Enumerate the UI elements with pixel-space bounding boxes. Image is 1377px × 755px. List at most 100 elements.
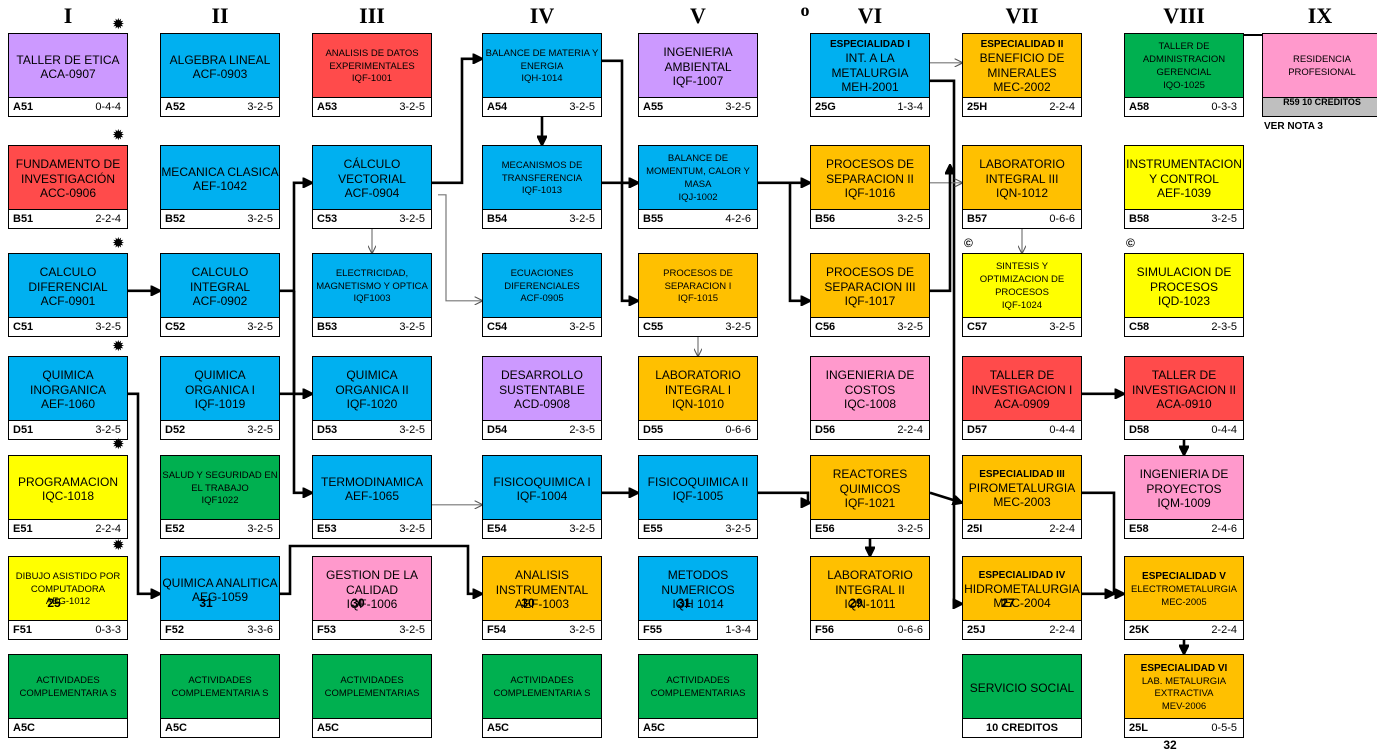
- course-name: ANALISIS INSTRUMENTAL: [495, 568, 589, 597]
- course-key: B58: [1129, 213, 1150, 225]
- course-key: A5C: [317, 722, 340, 734]
- course-credits: 3-2-5: [569, 321, 595, 333]
- course-credits: 2-2-4: [95, 213, 121, 225]
- course-key: A55: [643, 101, 664, 113]
- course-name: LABORATORIO INTEGRAL III: [979, 157, 1065, 186]
- course-credits: 3-2-5: [247, 424, 273, 436]
- course-key: 25L: [1129, 722, 1148, 734]
- course-name: ACTIVIDADES COMPLEMENTARIAS: [650, 675, 746, 699]
- course-footer: A5C: [9, 718, 127, 737]
- course-name: BALANCE DE MATERIA Y ENERGIA: [485, 47, 599, 72]
- course-credits: 2-4-6: [1211, 523, 1237, 535]
- course-footer: 10 CREDITOS: [963, 718, 1081, 737]
- semester-credit-total: 25: [47, 596, 61, 610]
- course-name: INGENIERIA AMBIENTAL: [663, 45, 733, 74]
- course-key: D56: [815, 424, 836, 436]
- course-code: IQN-1012: [995, 186, 1049, 201]
- course-code: IQF-1021: [844, 496, 896, 511]
- course-credits: 3-2-5: [399, 213, 425, 225]
- course-key: A54: [487, 101, 508, 113]
- course-code: IQF-1004: [516, 489, 568, 503]
- footer-text: R59 10 CREDITOS: [1283, 97, 1361, 107]
- semester-credit-total: 27: [1001, 596, 1015, 610]
- course-credits: 3-2-5: [897, 523, 923, 535]
- course-credits: 0-4-4: [95, 101, 121, 113]
- gear-icon: ✹: [112, 338, 125, 355]
- gear-icon: ✹: [112, 436, 125, 453]
- course-footer: A5C: [483, 718, 601, 737]
- course-code: AEF-1065: [344, 489, 400, 503]
- semester-header: VIII: [1163, 3, 1205, 28]
- course-key: B51: [13, 213, 34, 225]
- course-code: ACA-0907: [40, 67, 96, 81]
- course-code: IQD-1023: [1157, 294, 1211, 309]
